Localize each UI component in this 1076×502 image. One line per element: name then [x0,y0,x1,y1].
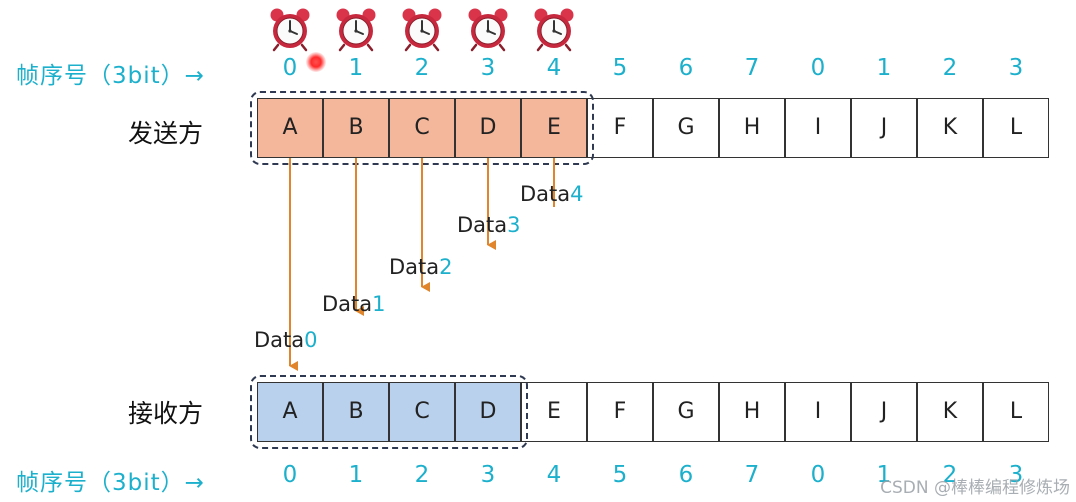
bottom-seq-num: 3 [1008,462,1024,488]
top-seq-num: 1 [348,55,364,81]
data-label-prefix: Data [520,182,571,206]
alarm-clock-icon [531,6,577,52]
sender-frame-cell: G [653,98,719,158]
sender-frame-cell: L [983,98,1049,158]
receiver-frame-cell: F [587,382,653,442]
data-label-number: 0 [304,328,318,352]
top-seq-num: 0 [810,55,826,81]
top-seq-num: 4 [546,55,562,81]
data-label-number: 4 [570,182,584,206]
sender-frame-cell: A [257,98,323,158]
data-label-prefix: Data [457,213,508,237]
top-seq-num: 7 [744,55,760,81]
sender-frame-cell: J [851,98,917,158]
data-label-number: 1 [372,292,386,316]
top-seq-num: 2 [942,55,958,81]
data-label-prefix: Data [389,255,440,279]
top-seq-num: 3 [480,55,496,81]
receiver-frame-cell: G [653,382,719,442]
bottom-seq-label: 帧序号（3bit）→ [16,470,205,496]
bottom-seq-num: 0 [282,462,298,488]
alarm-clock-icon [267,6,313,52]
bottom-seq-num: 1 [876,462,892,488]
sender-label: 发送方 [128,119,204,148]
receiver-label: 接收方 [128,399,204,428]
bottom-seq-num: 7 [744,462,760,488]
data-label: Data0 [254,328,318,352]
alarm-clock-icon [399,6,445,52]
receiver-frame-cell: E [521,382,587,442]
sender-frame-cell: C [389,98,455,158]
bottom-seq-num: 3 [480,462,496,488]
watermark: CSDN @棒棒编程修炼场 [880,478,1070,498]
top-seq-num: 5 [612,55,628,81]
bottom-seq-num: 6 [678,462,694,488]
bottom-seq-num: 4 [546,462,562,488]
data-label-number: 3 [507,213,521,237]
sender-frame-cell: D [455,98,521,158]
data-label: Data1 [322,292,386,316]
top-seq-num: 2 [414,55,430,81]
receiver-frame-cell: H [719,382,785,442]
bottom-seq-num: 5 [612,462,628,488]
data-label: Data2 [389,255,453,279]
top-seq-num: 1 [876,55,892,81]
sender-frame-cell: K [917,98,983,158]
bottom-seq-num: 0 [810,462,826,488]
laser-pointer-dot [306,52,326,72]
data-label: Data4 [520,182,584,206]
sender-frame-cell: I [785,98,851,158]
data-label: Data3 [457,213,521,237]
data-label-number: 2 [439,255,453,279]
receiver-frame-cell: D [455,382,521,442]
receiver-frame-cell: A [257,382,323,442]
receiver-frame-cell: J [851,382,917,442]
top-seq-num: 3 [1008,55,1024,81]
sender-frame-cell: F [587,98,653,158]
alarm-clock-icon [465,6,511,52]
receiver-frame-cell: L [983,382,1049,442]
sender-frame-cell: E [521,98,587,158]
bottom-seq-num: 2 [942,462,958,488]
top-seq-num: 0 [282,55,298,81]
receiver-frame-cell: B [323,382,389,442]
alarm-clock-icon [333,6,379,52]
bottom-seq-num: 2 [414,462,430,488]
top-seq-num: 6 [678,55,694,81]
sender-frame-cell: H [719,98,785,158]
receiver-frame-cell: C [389,382,455,442]
data-label-prefix: Data [322,292,373,316]
bottom-seq-num: 1 [348,462,364,488]
receiver-frame-cell: I [785,382,851,442]
sender-frame-cell: B [323,98,389,158]
data-label-prefix: Data [254,328,305,352]
receiver-frame-cell: K [917,382,983,442]
top-seq-label: 帧序号（3bit）→ [16,63,205,89]
receiver-window [250,375,528,449]
